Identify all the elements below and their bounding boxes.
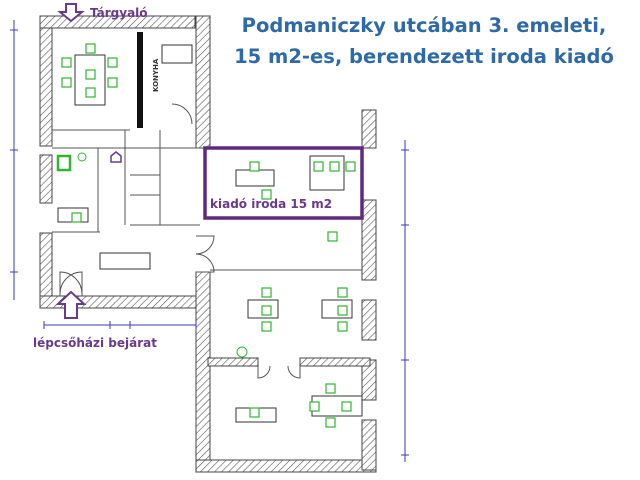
wall-bottom xyxy=(195,459,377,473)
wall-left-mid xyxy=(39,154,53,204)
headline: Podmaniczky utcában 3. emeleti, 15 m2-es… xyxy=(214,10,634,72)
corridor-counter xyxy=(99,252,151,270)
wall-left-upper xyxy=(39,15,53,147)
dimension-lines xyxy=(10,20,409,462)
wall-right-upper xyxy=(195,15,211,149)
office-highlight xyxy=(203,146,364,220)
wall-right-5 xyxy=(361,419,377,471)
outer-walls xyxy=(39,15,377,473)
marker-circle-icon-2 xyxy=(236,346,248,358)
wall-right-1 xyxy=(361,109,377,149)
headline-line-2: 15 m2-es, berendezett iroda kiadó xyxy=(234,45,614,68)
wall-partition-lower xyxy=(207,357,259,367)
wall-right-3 xyxy=(361,299,377,341)
wall-partition-lower-r xyxy=(299,357,371,367)
arrow-up-icon xyxy=(55,290,87,319)
doors xyxy=(59,103,301,379)
interior-lines xyxy=(52,129,362,271)
kitchen-counter xyxy=(137,32,143,128)
kitchen-label: KONYHA xyxy=(152,58,160,92)
office-for-rent-label: kiadó iroda 15 m2 xyxy=(210,197,333,211)
office-desk-a xyxy=(235,169,275,187)
staircase-entrance-label: lépcsőházi bejárat xyxy=(33,336,157,350)
wall-right-2 xyxy=(361,199,377,281)
marker-circle-icon xyxy=(77,152,87,162)
arrow-small-icon xyxy=(110,151,122,163)
arrow-down-icon xyxy=(57,3,85,23)
office-desk-b xyxy=(309,155,345,191)
headline-line-1: Podmaniczky utcában 3. emeleti, xyxy=(241,14,607,37)
chairs xyxy=(56,43,356,428)
wall-lower-left xyxy=(195,271,211,473)
meeting-room-label: Tárgyaló xyxy=(90,6,148,20)
arrows xyxy=(55,3,122,319)
kitchen-cabinet xyxy=(161,44,193,64)
